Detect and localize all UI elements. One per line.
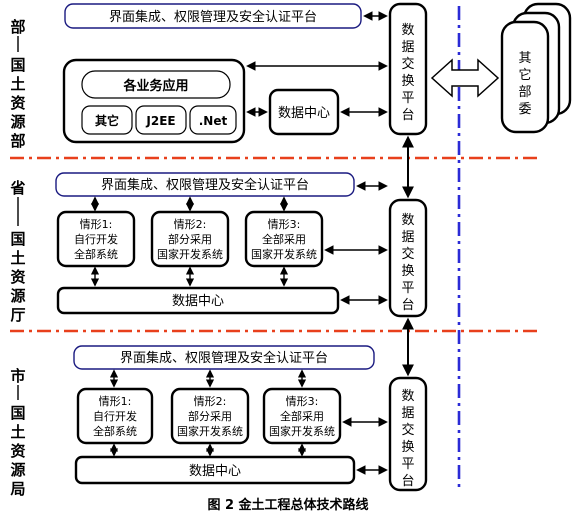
city-scenario-1: 情形1: 自行开发 全部系统 xyxy=(76,387,154,445)
level-label-province: 省 国 土 资 源 厅 xyxy=(9,179,25,324)
business-apps-label: 各业务应用 xyxy=(122,78,188,94)
figure-caption: 图 2 金土工程总体技术路线 xyxy=(207,497,368,513)
svg-text:委: 委 xyxy=(518,102,531,117)
business-apps-header xyxy=(81,70,231,99)
svg-text:情形1:: 情形1: xyxy=(80,218,113,231)
svg-text:其它: 其它 xyxy=(95,113,119,128)
svg-text:换: 换 xyxy=(401,264,414,279)
ministry-exchange-platform: 数 据 交 换 平 台 xyxy=(388,2,428,136)
other-ministries-stack: 其 它 部 委 xyxy=(500,2,572,134)
svg-text:市: 市 xyxy=(10,367,25,385)
svg-text:台: 台 xyxy=(401,474,414,489)
svg-text:部分采用: 部分采用 xyxy=(188,409,232,423)
svg-text:据: 据 xyxy=(401,406,414,421)
svg-text:自行开发: 自行开发 xyxy=(74,232,118,246)
svg-text:台: 台 xyxy=(401,108,414,123)
ministry-data-center: 数据中心 xyxy=(268,88,340,136)
app-other xyxy=(81,105,133,135)
province-scenario-1: 情形1: 自行开发 全部系统 xyxy=(56,210,136,268)
svg-text:平: 平 xyxy=(401,457,414,472)
svg-text:情形1:: 情形1: xyxy=(99,395,132,408)
city-scenario-3: 情形3: 全部采用 国家开发系统 xyxy=(262,387,342,445)
city-scenario-2: 情形2: 部分采用 国家开发系统 xyxy=(170,387,250,445)
svg-text:部分采用: 部分采用 xyxy=(168,232,212,246)
svg-text:情形3:: 情形3: xyxy=(268,218,301,231)
svg-text:数据中心: 数据中心 xyxy=(189,464,241,479)
svg-text:平: 平 xyxy=(401,281,414,296)
svg-text:据: 据 xyxy=(401,40,414,55)
city-data-center: 数据中心 xyxy=(74,455,356,485)
svg-text:交: 交 xyxy=(401,246,414,262)
svg-text:界面集成、权限管理及安全认证平台: 界面集成、权限管理及安全认证平台 xyxy=(109,9,317,25)
city-exchange-platform: 数 据 交 换 平 台 xyxy=(388,376,428,492)
svg-text:台: 台 xyxy=(401,298,414,313)
ministry-platform: 界面集成、权限管理及安全认证平台 xyxy=(64,3,362,29)
svg-text:换: 换 xyxy=(401,74,414,89)
svg-text:全部采用: 全部采用 xyxy=(280,409,324,423)
svg-text:国家开发系统: 国家开发系统 xyxy=(177,424,243,438)
svg-text:数据中心: 数据中心 xyxy=(278,106,330,121)
svg-text:国: 国 xyxy=(10,230,25,248)
svg-text:全部系统: 全部系统 xyxy=(93,424,137,438)
province-scenario-2: 情形2: 部分采用 国家开发系统 xyxy=(150,210,230,268)
svg-text:国: 国 xyxy=(10,56,25,74)
svg-text:情形3:: 情形3: xyxy=(286,395,319,408)
svg-text:资: 资 xyxy=(10,94,25,112)
province-data-center: 数据中心 xyxy=(56,286,340,315)
province-platform: 界面集成、权限管理及安全认证平台 xyxy=(55,172,355,197)
svg-text:土: 土 xyxy=(10,423,25,441)
svg-text:国家开发系统: 国家开发系统 xyxy=(251,247,317,261)
svg-text:源: 源 xyxy=(10,113,25,131)
business-apps-container: 各业务应用 其它 J2EE .Net xyxy=(62,58,246,144)
app-dotnet xyxy=(189,105,237,135)
svg-text:全部系统: 全部系统 xyxy=(74,247,118,261)
svg-text:国家开发系统: 国家开发系统 xyxy=(269,424,335,438)
svg-text:土: 土 xyxy=(10,75,25,93)
svg-text:交: 交 xyxy=(401,422,414,438)
svg-text:平: 平 xyxy=(401,91,414,106)
svg-text:情形2:: 情形2: xyxy=(194,395,227,408)
svg-text:部: 部 xyxy=(10,132,25,150)
svg-text:.Net: .Net xyxy=(199,114,228,128)
svg-text:它: 它 xyxy=(518,67,531,83)
svg-text:全部采用: 全部采用 xyxy=(262,232,306,246)
svg-text:换: 换 xyxy=(401,440,414,455)
svg-text:其: 其 xyxy=(518,51,531,66)
app-j2ee xyxy=(135,105,187,135)
svg-text:土: 土 xyxy=(10,249,25,267)
svg-text:厅: 厅 xyxy=(10,306,25,324)
svg-text:界面集成、权限管理及安全认证平台: 界面集成、权限管理及安全认证平台 xyxy=(120,350,328,366)
arrow-exchange-other-ministries xyxy=(430,58,500,98)
svg-text:数据中心: 数据中心 xyxy=(172,294,224,309)
svg-text:部: 部 xyxy=(518,85,531,100)
level-label-ministry: 部 国 土 资 源 部 xyxy=(10,18,25,150)
svg-text:数: 数 xyxy=(401,23,414,38)
svg-text:国家开发系统: 国家开发系统 xyxy=(157,247,223,261)
svg-text:资: 资 xyxy=(10,268,25,286)
svg-text:局: 局 xyxy=(9,480,25,498)
svg-text:源: 源 xyxy=(10,461,25,479)
svg-text:数: 数 xyxy=(401,213,414,228)
svg-text:J2EE: J2EE xyxy=(145,114,175,128)
svg-text:界面集成、权限管理及安全认证平台: 界面集成、权限管理及安全认证平台 xyxy=(101,177,309,193)
svg-text:省: 省 xyxy=(9,179,25,197)
svg-text:部: 部 xyxy=(10,18,25,36)
svg-text:国: 国 xyxy=(10,404,25,422)
svg-text:自行开发: 自行开发 xyxy=(93,409,137,423)
svg-text:情形2:: 情形2: xyxy=(174,218,207,231)
svg-text:数: 数 xyxy=(401,389,414,404)
province-scenario-3: 情形3: 全部采用 国家开发系统 xyxy=(244,210,324,268)
svg-text:资: 资 xyxy=(10,442,25,460)
province-exchange-platform: 数 据 交 换 平 台 xyxy=(388,198,428,318)
svg-text:源: 源 xyxy=(10,287,25,305)
city-platform: 界面集成、权限管理及安全认证平台 xyxy=(73,345,375,370)
svg-text:据: 据 xyxy=(401,230,414,245)
level-label-city: 市 国 土 资 源 局 xyxy=(9,367,25,498)
svg-text:交: 交 xyxy=(401,56,414,72)
